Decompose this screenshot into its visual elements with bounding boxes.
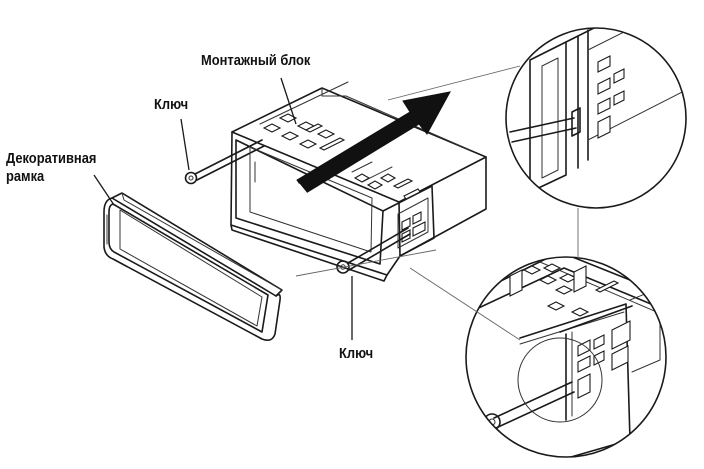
label-key-bottom: Ключ: [339, 345, 374, 362]
label-leaders: [93, 77, 353, 340]
bottom-detail-tabs: [509, 263, 620, 317]
projection-lines: [295, 65, 579, 341]
insertion-arrow: [296, 91, 451, 196]
label-key-top: Ключ: [154, 96, 189, 113]
label-mounting-sleeve: Монтажный блок: [201, 52, 311, 69]
sleeve-side-bracket: [351, 161, 435, 257]
removal-key-left: [184, 139, 265, 185]
mounting-sleeve: [230, 81, 487, 282]
label-decorative-bezel-text: Декоративная рамка: [6, 150, 97, 185]
sleeve-top-tabs: [262, 113, 346, 151]
detail-circle-bottom: [465, 256, 667, 458]
decorative-bezel: [103, 192, 283, 341]
detail-circle-top: [505, 27, 687, 209]
label-decorative-bezel: Декоративная рамка: [6, 150, 126, 186]
